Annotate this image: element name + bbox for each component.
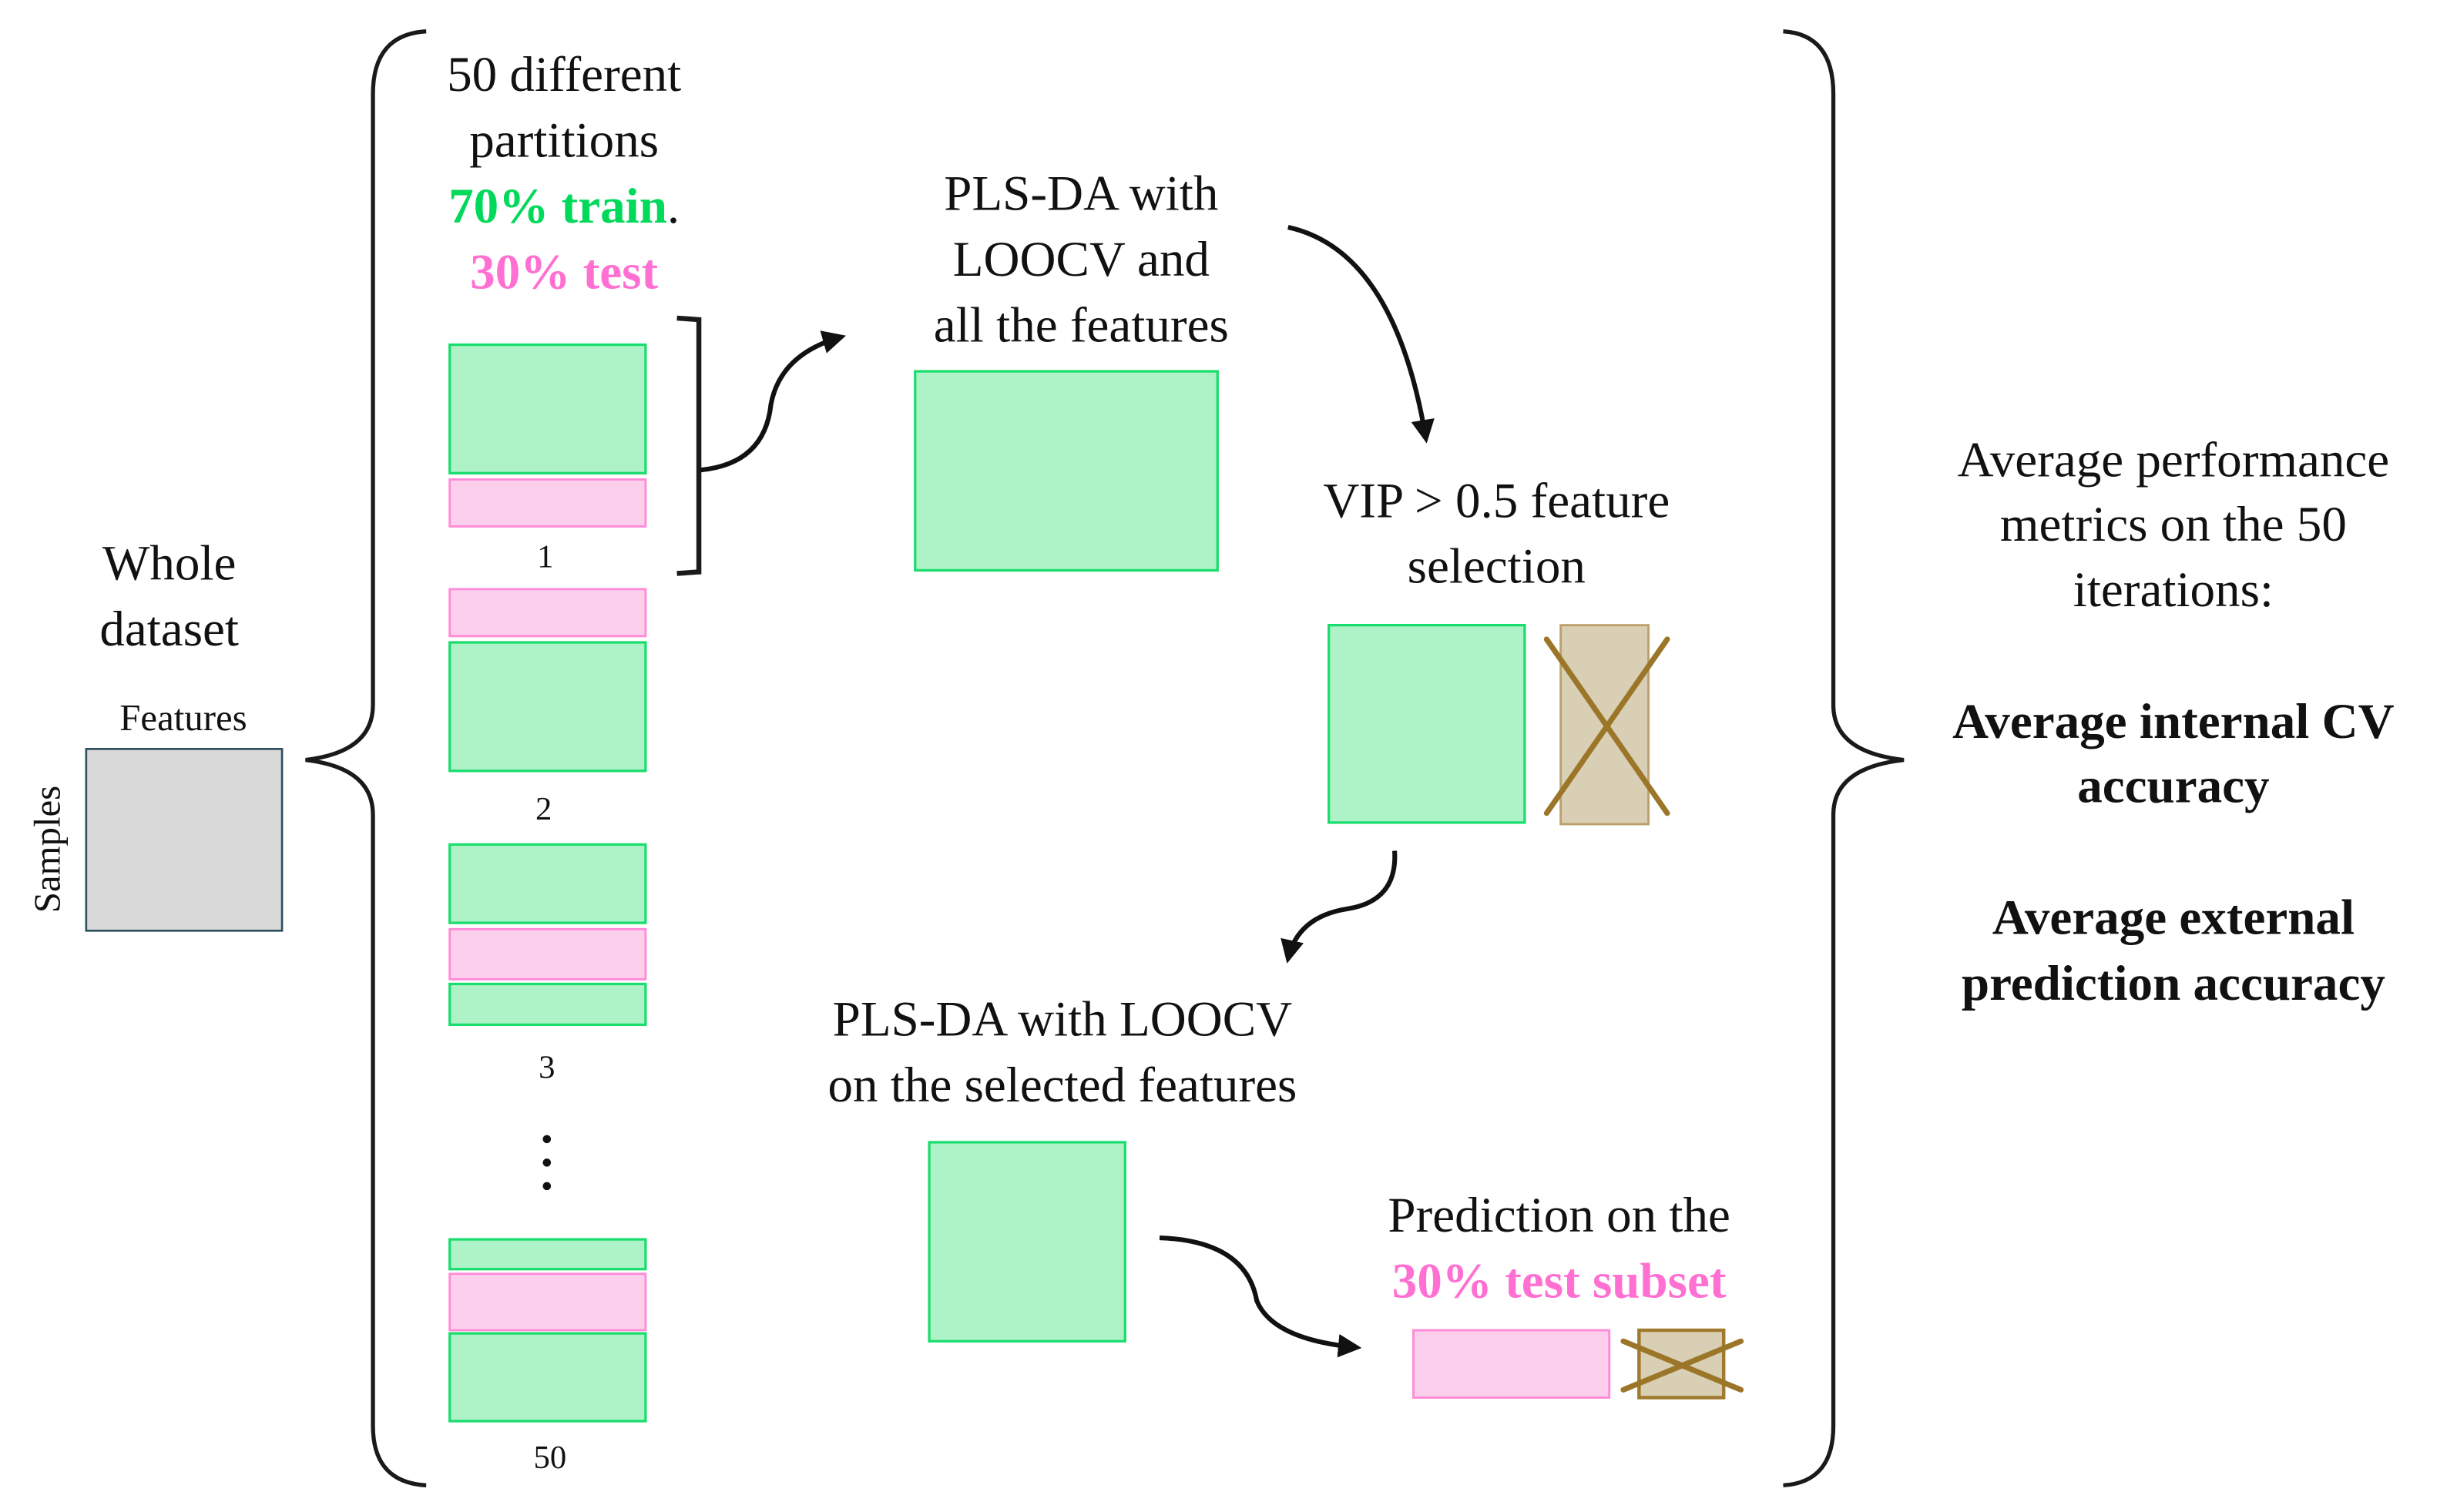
test-block (448, 478, 647, 528)
train-block (448, 1332, 647, 1423)
arrow-to-step2 (1287, 224, 1435, 444)
step1-line2: LOOCV and (953, 232, 1210, 287)
partition-50: 50 (448, 1238, 647, 1476)
results-intro-line2: metrics on the 50 (2000, 497, 2347, 552)
step2-line1: VIP > 0.5 feature (1323, 473, 1670, 528)
samples-label: Samples (26, 786, 68, 913)
test-block (448, 588, 647, 638)
partition-3: 3 (448, 843, 647, 1086)
results-intro-line1: Average performance (1958, 432, 2390, 488)
dataset-matrix (85, 748, 284, 932)
step2-vip-selection: VIP > 0.5 feature selection (1323, 473, 1670, 826)
metric-internal-cv-line2: accuracy (2077, 759, 2269, 814)
discard-x-icon (1543, 636, 1670, 816)
partition-2: 2 (448, 588, 647, 827)
train-block (448, 843, 647, 924)
results-intro-line3: iterations: (2073, 562, 2274, 618)
separator-text: . (667, 179, 680, 234)
features-label: Features (119, 697, 247, 739)
whole-dataset-title-line2: dataset (99, 602, 239, 657)
train-block (448, 982, 647, 1026)
step1-train-matrix (914, 370, 1219, 572)
partition-1-bracket (676, 315, 702, 576)
train-block (448, 641, 647, 773)
arrow-to-step1 (700, 330, 847, 473)
metric-external-line2: prediction accuracy (1962, 956, 2385, 1011)
test-block (448, 927, 647, 981)
step1-plsda-all-features: PLS-DA with LOOCV and all the features (914, 166, 1229, 572)
train-percent-text: 70% train (448, 179, 667, 234)
whole-dataset-title-line1: Whole (102, 536, 236, 592)
metric-internal-cv-line1: Average internal CV (1952, 694, 2394, 749)
whole-dataset-group: Whole dataset Features Samples (26, 536, 284, 932)
arrow-to-step3 (1281, 850, 1398, 964)
partition-label: 2 (535, 791, 552, 827)
step3-line2: on the selected features (827, 1058, 1297, 1113)
partitions-header-line2: partitions (469, 112, 659, 168)
step4-line2: 30% test subset (1392, 1253, 1727, 1309)
train-block (448, 1238, 647, 1271)
step3-line1: PLS-DA with LOOCV (833, 992, 1293, 1048)
right-brace (1783, 29, 1905, 1488)
test-block (448, 1272, 647, 1332)
partition-label: 3 (539, 1050, 555, 1086)
left-brace (305, 29, 427, 1488)
test-subset-matrix (1412, 1329, 1611, 1399)
discard-x-icon (1620, 1338, 1744, 1393)
partitions-header: 50 different partitions 70% train. 30% t… (447, 47, 681, 300)
step2-line2: selection (1408, 539, 1586, 595)
step4-prediction: Prediction on the 30% test subset (1388, 1188, 1744, 1400)
partitions-header-line1: 50 different (447, 47, 681, 102)
selected-features-matrix (1328, 624, 1526, 824)
step3-plsda-selected: PLS-DA with LOOCV on the selected featur… (827, 992, 1297, 1343)
test-split-label: 30% test (470, 244, 658, 300)
step3-train-matrix (928, 1141, 1126, 1343)
results-summary: Average performance metrics on the 50 it… (1952, 432, 2394, 1011)
step4-line1: Prediction on the (1388, 1188, 1730, 1243)
ellipsis-icon (542, 1135, 552, 1191)
partition-label: 1 (537, 538, 553, 575)
partition-label: 50 (534, 1440, 567, 1476)
partition-1: 1 (448, 343, 647, 575)
train-block (448, 343, 647, 474)
train-split-label: 70% train. (448, 179, 680, 234)
metric-external-line1: Average external (1992, 890, 2355, 945)
arrow-to-step4 (1159, 1235, 1362, 1358)
step1-line1: PLS-DA with (944, 166, 1218, 222)
step1-line3: all the features (934, 297, 1229, 353)
